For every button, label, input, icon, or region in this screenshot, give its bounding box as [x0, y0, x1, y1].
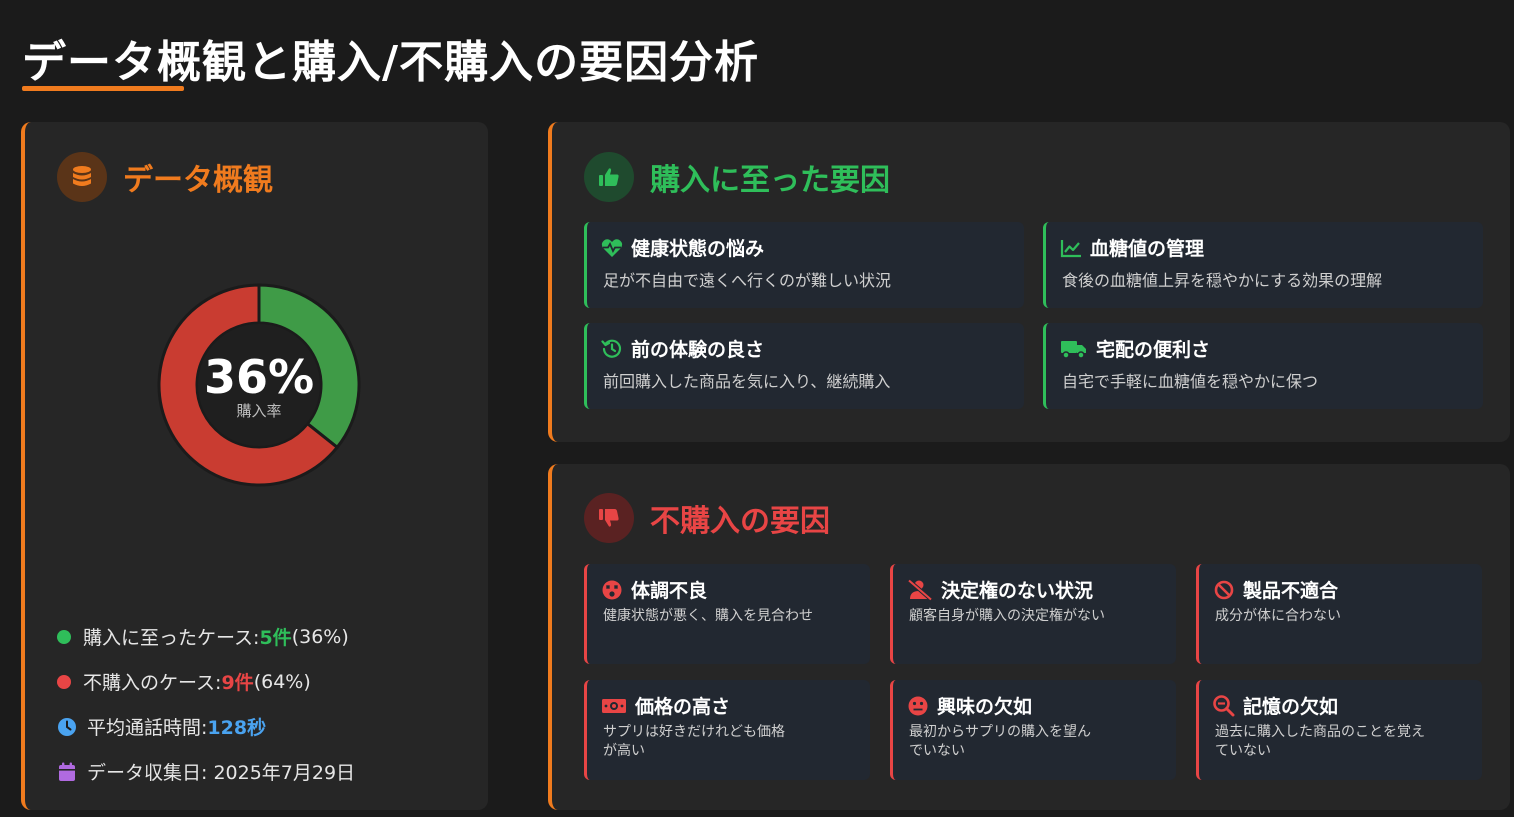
factor-desc: 前回購入した商品を気に入り、継続購入 [603, 372, 891, 391]
search-minus-icon [1213, 694, 1235, 717]
overview-stats: 購入に至ったケース: 5件 (36%) 不購入のケース: 9件 (64%) 平均… [57, 614, 355, 794]
history-icon [601, 338, 623, 360]
nonpurchase-factor-item: 体調不良 健康状態が悪く、購入を見合わせ [584, 564, 870, 664]
purchase-heading: 購入に至った要因 [650, 163, 890, 198]
nonpurchase-heading: 不購入の要因 [650, 504, 830, 539]
factor-title: 記憶の欠如 [1243, 696, 1339, 718]
clock-icon [57, 717, 77, 737]
factor-title: 価格の高さ [635, 696, 731, 718]
stat-label: データ収集日: 2025年7月29日 [87, 762, 356, 784]
factor-title: 前の体験の良さ [631, 339, 765, 361]
nonpurchase-factor-item: 決定権のない状況 顧客自身が購入の決定権がない [890, 564, 1176, 664]
legend-dot-green [57, 629, 71, 644]
nonpurchase-factor-item: 興味の欠如 最初からサプリの購入を望んでいない [890, 680, 1176, 780]
thumbs-down-icon [584, 493, 634, 543]
legend-dot-red [57, 674, 71, 689]
donut-slice-purchase [257, 283, 361, 450]
heartbeat-icon [601, 237, 623, 259]
purchase-header: 購入に至った要因 [584, 152, 890, 202]
factor-desc: サプリは好きだけれども価格が高い [603, 724, 785, 759]
user-slash-icon [907, 578, 933, 601]
factor-title: 宅配の便利さ [1096, 339, 1211, 361]
donut-value: 36% [203, 349, 315, 404]
stat-label: 不購入のケース: [83, 672, 222, 694]
stat-value: 128秒 [207, 717, 267, 739]
stat-suffix: (36%) [291, 625, 349, 648]
stat-suffix: (64%) [253, 670, 311, 693]
factor-desc: 成分が体に合わない [1215, 608, 1341, 624]
factor-desc: 最初からサプリの購入を望んでいない [909, 724, 1091, 759]
purchase-rate-donut: 36% 購入率 [156, 282, 362, 488]
factor-title: 血糖値の管理 [1090, 238, 1205, 260]
factor-title: 製品不適合 [1243, 580, 1339, 602]
money-icon [601, 695, 627, 717]
stat-purchase-cases: 購入に至ったケース: 5件 (36%) [57, 614, 355, 659]
factor-title: 興味の欠如 [937, 696, 1033, 718]
nonpurchase-factor-item: 記憶の欠如 過去に購入した商品のことを覚えていない [1196, 680, 1482, 780]
page-title: データ概観と購入/不購入の要因分析 [22, 37, 760, 88]
factor-title: 決定権のない状況 [941, 580, 1094, 602]
purchase-factor-item: 宅配の便利さ 自宅で手軽に血糖値を穏やかに保つ [1043, 323, 1483, 409]
truck-icon [1060, 338, 1088, 360]
title-underline [22, 86, 184, 91]
purchase-factor-item: 血糖値の管理 食後の血糖値上昇を穏やかにする効果の理解 [1043, 222, 1483, 308]
database-icon [57, 152, 107, 202]
overview-card: データ概観 36% 購入率 購入に至ったケース: 5件 (36%) 不購入のケー… [21, 122, 488, 810]
ban-icon [1213, 579, 1235, 601]
purchase-factors-card: 購入に至った要因 健康状態の悩み 足が不自由で遠くへ行くのが難しい状況 血糖値の… [548, 122, 1510, 442]
calendar-icon [57, 762, 77, 782]
purchase-factor-item: 健康状態の悩み 足が不自由で遠くへ行くのが難しい状況 [584, 222, 1024, 308]
dizzy-face-icon [601, 579, 623, 601]
factor-desc: 過去に購入した商品のことを覚えていない [1215, 724, 1425, 759]
overview-header: データ概観 [57, 152, 273, 202]
donut-hole [198, 324, 320, 446]
stat-nonpurchase-cases: 不購入のケース: 9件 (64%) [57, 659, 355, 704]
stat-avg-call-time: 平均通話時間: 128秒 [57, 704, 355, 749]
factor-title: 健康状態の悩み [631, 238, 765, 260]
nonpurchase-factor-item: 価格の高さ サプリは好きだけれども価格が高い [584, 680, 870, 780]
stat-label: 購入に至ったケース: [83, 627, 260, 649]
factor-desc: 健康状態が悪く、購入を見合わせ [603, 608, 813, 624]
factor-desc: 食後の血糖値上昇を穏やかにする効果の理解 [1062, 271, 1383, 290]
overview-heading: データ概観 [123, 163, 273, 198]
donut-label: 購入率 [236, 401, 282, 420]
factor-title: 体調不良 [631, 580, 708, 602]
stat-label: 平均通話時間: [87, 717, 208, 739]
nonpurchase-factors-card: 不購入の要因 体調不良 健康状態が悪く、購入を見合わせ [548, 464, 1510, 810]
factor-desc: 顧客自身が購入の決定権がない [909, 608, 1105, 624]
nonpurchase-factor-item: 製品不適合 成分が体に合わない [1196, 564, 1482, 664]
thumbs-up-icon [584, 152, 634, 202]
stat-value: 9件 [221, 672, 254, 694]
donut-chart [157, 283, 361, 487]
donut-slice-nonpurchase [157, 283, 340, 487]
chart-line-icon [1060, 237, 1082, 259]
nonpurchase-header: 不購入の要因 [584, 493, 830, 543]
purchase-factor-item: 前の体験の良さ 前回購入した商品を気に入り、継続購入 [584, 323, 1024, 409]
factor-desc: 足が不自由で遠くへ行くのが難しい状況 [603, 271, 892, 290]
stat-value: 5件 [259, 627, 292, 649]
meh-face-icon [907, 695, 929, 717]
factor-desc: 自宅で手軽に血糖値を穏やかに保つ [1062, 372, 1319, 391]
stat-collection-date: データ収集日: 2025年7月29日 [57, 749, 355, 794]
donut-center: 36% 購入率 [156, 282, 362, 488]
